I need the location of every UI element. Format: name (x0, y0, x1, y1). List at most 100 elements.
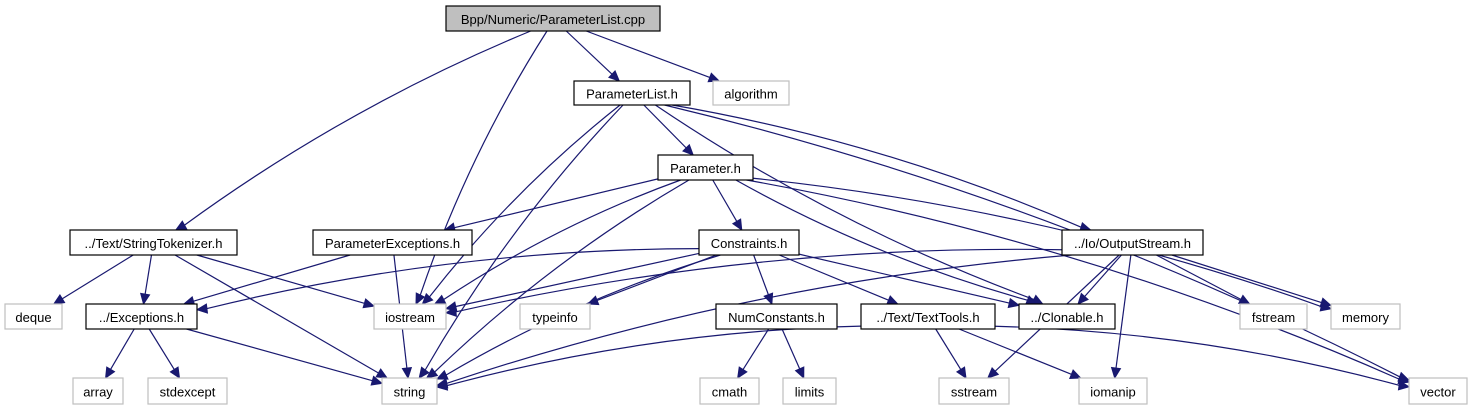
arrowhead-icon (104, 366, 116, 380)
arrowhead-icon (1237, 294, 1251, 305)
edge-line (455, 252, 700, 308)
arrowhead-icon (1319, 297, 1333, 308)
node-box (1078, 377, 1148, 405)
node-label: ParameterList.h (586, 87, 678, 102)
node-label: algorithm (724, 87, 777, 102)
node-box[interactable] (1061, 229, 1204, 256)
node-limits: limits (782, 377, 837, 405)
edge-line (419, 30, 548, 296)
edge-line (1156, 254, 1242, 300)
edge-texttools-to-iomanip (958, 328, 1082, 379)
node-vector: vector (1408, 377, 1468, 405)
arrowhead-icon (52, 294, 66, 305)
edge-line (752, 177, 1322, 308)
edge-paramlist-to-clonable (655, 104, 1044, 305)
node-box (519, 303, 591, 330)
edge-line (144, 254, 153, 295)
node-iomanip: iomanip (1078, 377, 1148, 405)
node-box[interactable] (85, 303, 198, 330)
node-deque: deque (4, 303, 63, 330)
edge-paramexc-to-exceptions (182, 254, 351, 307)
node-box[interactable] (860, 303, 996, 330)
edge-outstream-to-iostream (444, 248, 1063, 317)
node-root[interactable]: Bpp/Numeric/ParameterList.cpp (445, 5, 661, 32)
node-clonable[interactable]: ../Clonable.h (1018, 303, 1116, 330)
edge-constraints-to-numconst (753, 254, 774, 306)
arrowhead-icon (731, 218, 743, 232)
node-parameter[interactable]: Parameter.h (657, 154, 754, 181)
edge-line (742, 328, 770, 370)
node-numconst[interactable]: NumConstants.h (715, 303, 838, 330)
node-box (938, 377, 1010, 405)
arrowhead-icon (169, 366, 181, 380)
edge-line (643, 104, 687, 149)
node-box (1330, 303, 1401, 330)
edge-line (565, 30, 613, 75)
node-label: ParameterExceptions.h (325, 236, 460, 251)
node-string: string (381, 377, 438, 405)
node-label: sstream (951, 385, 997, 400)
edge-line (148, 328, 175, 370)
node-label: typeinfo (532, 310, 578, 325)
node-texttools[interactable]: ../Text/TextTools.h (860, 303, 996, 330)
edge-outstream-to-fstream (1156, 254, 1251, 305)
node-paramexc[interactable]: ParameterExceptions.h (312, 229, 473, 256)
edge-strtok-to-iostream (196, 254, 376, 309)
edge-line (428, 104, 621, 298)
node-box[interactable] (1018, 303, 1116, 330)
edge-parameter-to-constraints (712, 179, 743, 232)
node-box (712, 80, 790, 106)
edge-line (781, 328, 801, 370)
node-box[interactable] (445, 5, 661, 32)
node-box[interactable] (573, 80, 691, 106)
arrowhead-icon (608, 69, 621, 82)
edge-outstream-to-memory (1171, 254, 1333, 308)
node-paramlist[interactable]: ParameterList.h (573, 80, 691, 106)
node-box (782, 377, 837, 405)
node-box (4, 303, 63, 330)
node-label: iostream (385, 310, 435, 325)
arrowhead-icon (375, 368, 389, 379)
node-box[interactable] (698, 229, 800, 256)
arrowhead-icon (737, 366, 748, 380)
edge-line (655, 104, 1034, 300)
edge-line (586, 30, 710, 79)
node-box (1239, 303, 1308, 330)
node-strtok[interactable]: ../Text/StringTokenizer.h (69, 229, 238, 256)
node-array: array (72, 377, 124, 405)
node-label: ../Exceptions.h (99, 310, 184, 325)
nodes-layer: Bpp/Numeric/ParameterList.cppParameterLi… (4, 5, 1468, 405)
arrowhead-icon (794, 366, 805, 380)
node-box[interactable] (312, 229, 473, 256)
edge-line (174, 254, 379, 374)
node-box[interactable] (69, 229, 238, 256)
edge-line (746, 179, 1400, 380)
edge-exceptions-to-stdexcept (148, 328, 181, 380)
arrowhead-icon (421, 292, 434, 305)
arrowhead-icon (1077, 292, 1089, 305)
edge-parameter-to-string (425, 179, 690, 379)
node-fstream: fstream (1239, 303, 1308, 330)
node-constraints[interactable]: Constraints.h (698, 229, 800, 256)
edge-line (935, 328, 962, 370)
node-label: limits (795, 385, 825, 400)
edge-line (735, 179, 1028, 301)
arrowhead-icon (763, 292, 774, 306)
arrowhead-icon (444, 306, 457, 317)
node-box[interactable] (715, 303, 838, 330)
node-label: cmath (712, 385, 747, 400)
node-label: memory (1342, 310, 1389, 325)
arrowhead-icon (370, 375, 384, 386)
node-label: string (394, 385, 426, 400)
edge-line (958, 328, 1072, 375)
edge-texttools-to-sstream (935, 328, 967, 380)
edge-constraints-to-iostream (444, 252, 700, 312)
node-box[interactable] (657, 154, 754, 181)
node-outstream[interactable]: ../Io/OutputStream.h (1061, 229, 1204, 256)
edge-paramlist-to-outstream (672, 104, 1092, 233)
arrowhead-icon (986, 366, 1000, 379)
edge-paramlist-to-string (418, 104, 624, 379)
node-exceptions[interactable]: ../Exceptions.h (85, 303, 198, 330)
arrowhead-icon (415, 292, 426, 306)
